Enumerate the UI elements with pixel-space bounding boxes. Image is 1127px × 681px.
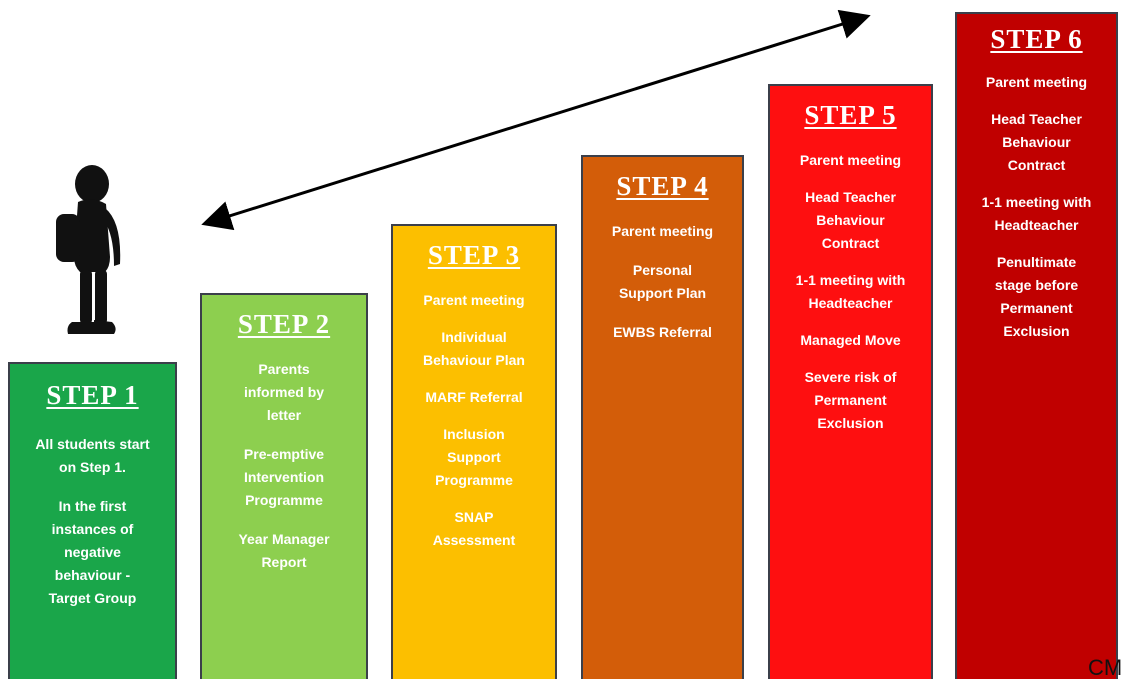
step-3-item: MARF Referral	[425, 389, 523, 405]
step-5-item: Managed Move	[800, 332, 901, 348]
step-5-item: Severe risk of Permanent Exclusion	[804, 369, 897, 431]
step-6-item: Parent meeting	[985, 74, 1088, 90]
step-6-column: STEP 6 Parent meeting Head Teacher Behav…	[955, 12, 1118, 679]
step-4-title: STEP 4	[616, 171, 709, 201]
step-3-item: SNAP Assessment	[432, 509, 516, 548]
step-3-item: Parent meeting	[423, 292, 525, 308]
step-5-item: Parent meeting	[799, 152, 902, 168]
step-5-item: Head Teacher Behaviour Contract	[805, 189, 896, 251]
step-6-item: 1-1 meeting with Headteacher	[981, 194, 1092, 233]
step-5-title: STEP 5	[804, 100, 897, 130]
step-6-item: Penultimate stage before Permanent Exclu…	[994, 254, 1079, 339]
watermark-initials: CM	[1088, 655, 1123, 680]
step-1-item: In the first instances of negative behav…	[48, 498, 137, 606]
step-1-column: STEP 1 All students start on Step 1. In …	[8, 362, 177, 679]
step-1-title: STEP 1	[46, 380, 139, 410]
step-2-column: STEP 2 Parents informed by letter Pre-em…	[200, 293, 368, 679]
step-2-title: STEP 2	[237, 309, 331, 339]
step-3-item: Individual Behaviour Plan	[423, 329, 525, 368]
step-2-item: Pre-emptive Intervention Programme	[243, 446, 325, 508]
student-silhouette-icon	[56, 165, 121, 334]
step-3-item: Inclusion Support Programme	[435, 426, 513, 488]
step-4-item: Personal Support Plan	[618, 262, 707, 301]
step-4-item: Parent meeting	[611, 223, 714, 239]
step-5-column: STEP 5 Parent meeting Head Teacher Behav…	[768, 84, 933, 679]
step-2-item: Year Manager Report	[238, 531, 330, 570]
step-5-item: 1-1 meeting with Headteacher	[795, 272, 906, 311]
step-6-title: STEP 6	[990, 24, 1083, 54]
step-4-item: EWBS Referral	[613, 324, 712, 340]
step-3-column: STEP 3 Parent meeting Individual Behavio…	[391, 224, 557, 679]
step-6-item: Head Teacher Behaviour Contract	[991, 111, 1082, 173]
step-4-column: STEP 4 Parent meeting Personal Support P…	[581, 155, 744, 679]
step-3-title: STEP 3	[427, 240, 521, 270]
step-2-item: Parents informed by letter	[243, 361, 325, 423]
step-1-item: All students start on Step 1.	[35, 436, 150, 475]
